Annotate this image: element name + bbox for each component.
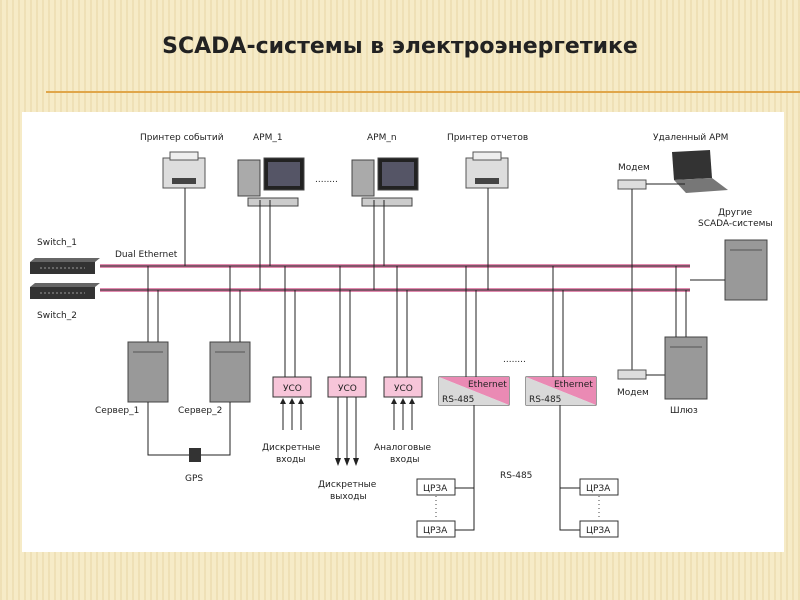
discrete-inputs-label-1: Дискретные — [262, 443, 321, 453]
gateway-server-icon — [664, 336, 708, 400]
discrete-outputs-label-2: выходы — [330, 492, 367, 502]
server-2-label: Сервер_2 — [178, 406, 222, 416]
dual-ethernet-label: Dual Ethernet — [115, 250, 178, 260]
title-divider — [46, 91, 800, 93]
switch-1-label: Switch_1 — [37, 238, 77, 248]
server-1-label: Сервер_1 — [95, 406, 139, 416]
printer-events-icon — [162, 151, 206, 189]
server-2-icon — [209, 341, 251, 403]
converter-2-rs485: RS-485 — [529, 395, 561, 405]
rs485-label: RS-485 — [500, 471, 532, 481]
server-1-icon — [127, 341, 169, 403]
analog-inputs-arrows — [391, 398, 415, 430]
analog-inputs-label-1: Аналоговые — [374, 443, 431, 453]
gps-label: GPS — [185, 474, 203, 484]
other-scada-label-2: SCADA-системы — [698, 219, 773, 229]
converter-2-box — [525, 376, 597, 406]
discrete-inputs-arrows — [280, 398, 304, 430]
modem-bottom-icon — [617, 369, 647, 380]
other-scada-server-icon — [724, 239, 768, 301]
dots-mid: ........ — [503, 355, 526, 365]
armn-label: АРМ_n — [367, 133, 397, 143]
modem-bottom-label: Модем — [617, 388, 649, 398]
modem-top-icon — [617, 179, 647, 190]
uso-1-box — [272, 376, 312, 398]
gps-icon — [189, 448, 201, 462]
dots-top: ........ — [315, 175, 338, 185]
printer-events-label: Принтер событий — [140, 133, 224, 143]
switch-1-icon — [30, 258, 100, 274]
crza-4-label: ЦРЗА — [586, 526, 611, 536]
arm1-label: АРМ_1 — [253, 133, 283, 143]
analog-inputs-label-2: входы — [390, 455, 419, 465]
page-title: SCADA-системы в электроэнергетике — [162, 34, 638, 59]
printer-reports-icon — [465, 151, 509, 189]
converter-2-ethernet: Ethernet — [554, 380, 593, 390]
crza-2-label: ЦРЗА — [423, 526, 448, 536]
laptop-icon — [672, 150, 728, 193]
crza-2-box — [416, 520, 456, 538]
modem-top-label: Модем — [618, 163, 650, 173]
discrete-inputs-label-2: входы — [276, 455, 305, 465]
converter-1-box — [438, 376, 510, 406]
printer-reports-label: Принтер отчетов — [447, 133, 528, 143]
switch-2-label: Switch_2 — [37, 311, 77, 321]
discrete-outputs-label-1: Дискретные — [318, 480, 377, 490]
workstation-n-icon — [351, 157, 419, 207]
discrete-outputs-arrows — [335, 397, 359, 466]
crza-1-label: ЦРЗА — [423, 484, 448, 494]
switch-2-icon — [30, 283, 100, 299]
converter-1-ethernet: Ethernet — [468, 380, 507, 390]
remote-arm-label: Удаленный АРМ — [653, 133, 728, 143]
converter-1-rs485: RS-485 — [442, 395, 474, 405]
crza-3-label: ЦРЗА — [586, 484, 611, 494]
uso-3-box — [383, 376, 423, 398]
gateway-label: Шлюз — [670, 406, 698, 416]
crza-1-box — [416, 478, 456, 496]
uso-2-label: УСО — [338, 384, 357, 394]
crza-3-box — [579, 478, 619, 496]
crza-4-box — [579, 520, 619, 538]
uso-3-label: УСО — [394, 384, 413, 394]
workstation-1-icon — [237, 157, 305, 207]
uso-1-label: УСО — [283, 384, 302, 394]
other-scada-label-1: Другие — [718, 208, 753, 218]
